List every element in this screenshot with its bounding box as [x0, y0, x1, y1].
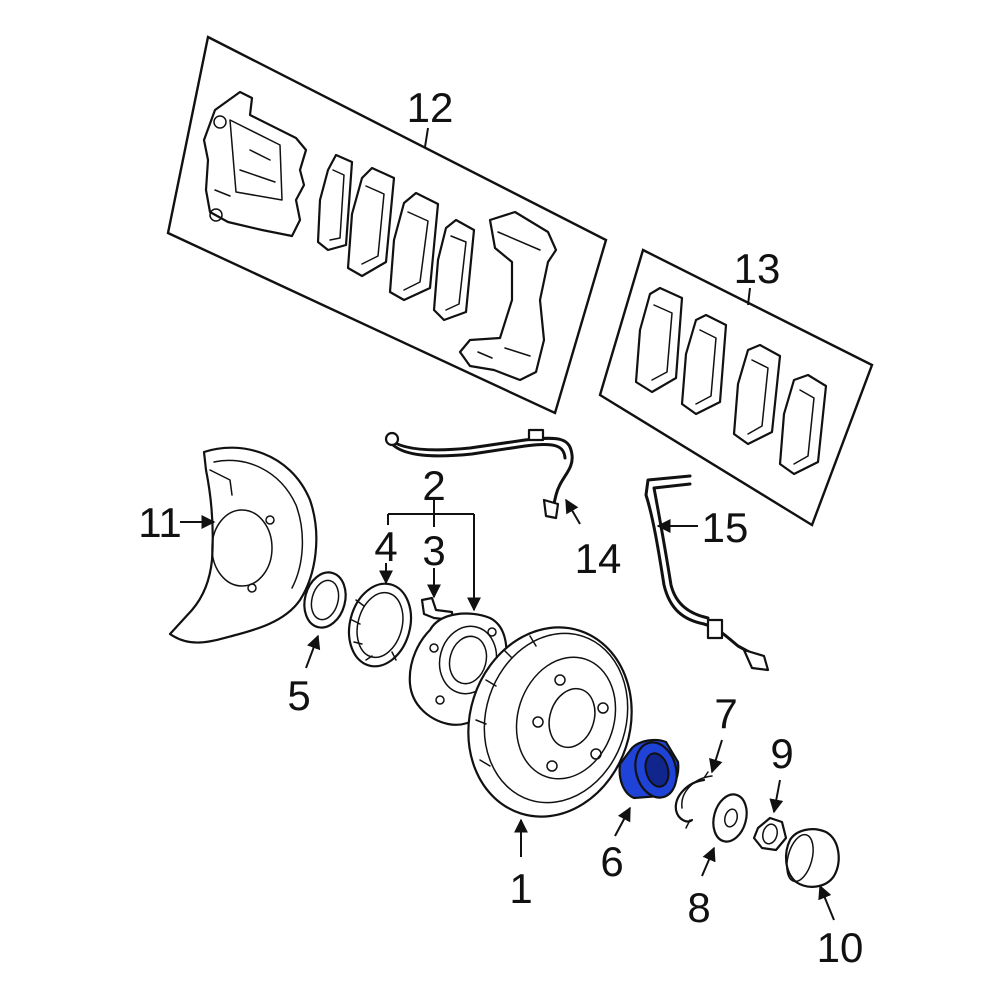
pad-set-pad-2[interactable]	[680, 313, 728, 416]
callout-11[interactable]: 11	[138, 499, 182, 546]
caliper-kit-group[interactable]	[166, 35, 608, 415]
washer[interactable]	[708, 791, 751, 846]
callout-2[interactable]: 2	[422, 462, 445, 509]
callout-10[interactable]: 10	[817, 924, 864, 971]
pad-set-frame	[598, 248, 874, 527]
caliper-body[interactable]	[202, 90, 308, 238]
callout-15[interactable]: 15	[702, 504, 749, 551]
pad-set-pad-1[interactable]	[634, 286, 684, 394]
brake-pad-2[interactable]	[346, 166, 396, 278]
hub-nut[interactable]	[752, 816, 788, 852]
callout-1[interactable]: 1	[509, 865, 532, 912]
brake-hose[interactable]	[644, 474, 770, 672]
callout-5[interactable]: 5	[287, 672, 310, 719]
dust-shield[interactable]	[168, 446, 318, 644]
grease-cap[interactable]	[782, 828, 840, 888]
brake-pad-1[interactable]	[316, 153, 354, 252]
callout-12[interactable]: 12	[407, 84, 454, 131]
callout-7[interactable]: 7	[714, 690, 737, 737]
callout-4[interactable]: 4	[374, 523, 397, 570]
wheel-bearing-highlighted[interactable]	[618, 738, 683, 802]
pad-set-pad-4[interactable]	[778, 373, 828, 476]
brake-pad-3[interactable]	[388, 191, 440, 302]
caliper-bracket[interactable]	[458, 210, 558, 382]
snap-ring[interactable]	[674, 771, 713, 829]
callout-13[interactable]: 13	[734, 245, 781, 292]
tone-ring[interactable]	[340, 577, 420, 674]
callout-8[interactable]: 8	[687, 884, 710, 931]
abs-sensor-wire[interactable]	[384, 428, 574, 520]
brake-rotor[interactable]	[444, 606, 656, 838]
caliper-kit-frame	[166, 35, 608, 415]
pad-set-pad-3[interactable]	[732, 343, 782, 446]
brake-pad-4[interactable]	[432, 218, 476, 322]
callout-3[interactable]: 3	[422, 527, 445, 574]
seal-ring[interactable]	[298, 568, 351, 632]
pad-set-group[interactable]	[598, 248, 874, 527]
callout-14[interactable]: 14	[575, 535, 622, 582]
callout-6[interactable]: 6	[600, 838, 623, 885]
callout-labels: 12 13 11 2 4 3 14 15 5 7 9 6 1 8 10	[138, 84, 863, 971]
leader-lines	[180, 127, 835, 921]
callout-9[interactable]: 9	[770, 730, 793, 777]
